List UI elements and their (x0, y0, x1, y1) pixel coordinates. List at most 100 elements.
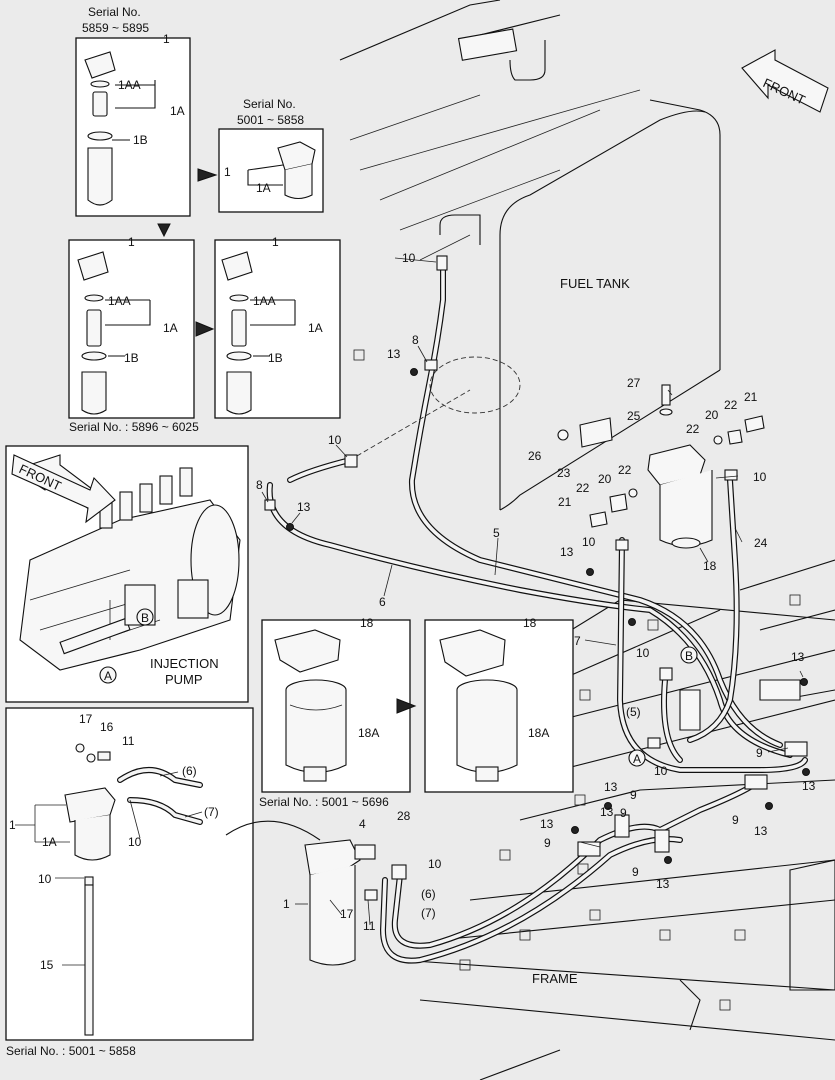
detail-ring (429, 356, 521, 414)
callout-6p: (6) (421, 887, 436, 901)
filter-exploded-a (84, 51, 156, 206)
callout-25: 25 (627, 409, 641, 423)
callout-7p: (7) (204, 805, 219, 819)
callout-1A: 1A (256, 181, 271, 195)
callout-22: 22 (618, 463, 632, 477)
callout-1: 1 (9, 818, 16, 832)
callout-10: 10 (582, 535, 596, 549)
callout-10: 10 (654, 764, 668, 778)
callout-13: 13 (560, 545, 574, 559)
callout-9: 9 (632, 865, 639, 879)
callout-21: 21 (558, 495, 572, 509)
area-labels: FUEL TANK FRAME INJECTION PUMP (150, 276, 630, 986)
callout-13: 13 (754, 824, 768, 838)
arrow-right-1 (195, 321, 215, 337)
callout-18: 18 (360, 616, 374, 630)
callout-1: 1 (272, 235, 279, 249)
callout-17: 17 (340, 907, 354, 921)
callout-10: 10 (38, 872, 52, 886)
callout-10: 10 (428, 857, 442, 871)
callout-18: 18 (703, 559, 717, 573)
front-arrow-top: FRONT (741, 49, 829, 113)
callout-16: 16 (100, 720, 114, 734)
callout-18: 18 (523, 616, 537, 630)
callout-8: 8 (412, 333, 419, 347)
callout-28: 28 (397, 809, 411, 823)
callout-21: 21 (744, 390, 758, 404)
callout-1: 1 (128, 235, 135, 249)
callout-1B: 1B (133, 133, 148, 147)
callout-6: 6 (379, 595, 386, 609)
callout-24: 24 (754, 536, 768, 550)
callout-13: 13 (297, 500, 311, 514)
callout-5: 5 (493, 526, 500, 540)
callout-13: 13 (540, 817, 554, 831)
callout-1: 1 (224, 165, 231, 179)
serial-bottom-left: Serial No. : 5001 ~ 5858 (6, 1044, 136, 1058)
filter-head-b (439, 629, 518, 782)
serial-top-left-title: Serial No. (88, 5, 141, 19)
callout-9: 9 (732, 813, 739, 827)
callout-11: 11 (363, 919, 376, 933)
callout-9: 9 (630, 788, 637, 802)
callout-1A: 1A (42, 835, 57, 849)
callout-26: 26 (528, 449, 542, 463)
filter-exploded-c (77, 251, 151, 415)
fuel-tank-label: FUEL TANK (560, 276, 630, 291)
callout-15: 15 (40, 958, 54, 972)
fuel-filter-main (557, 384, 765, 549)
callout-20: 20 (598, 472, 612, 486)
callout-11: 11 (122, 734, 135, 748)
callout-22: 22 (576, 481, 590, 495)
frame-label: FRAME (532, 971, 578, 986)
arrow-right-2 (396, 698, 417, 714)
callout-1: 1 (163, 32, 170, 46)
callout-7: 7 (574, 634, 581, 648)
arrow-down-1 (157, 223, 171, 238)
callout-10: 10 (128, 835, 142, 849)
callout-22: 22 (686, 422, 700, 436)
bolts (286, 368, 810, 864)
serial-top-mid-range: 5001 ~ 5858 (237, 113, 304, 127)
callout-23: 23 (557, 466, 571, 480)
marker-a-frame: A (628, 749, 646, 767)
callout-9: 9 (756, 746, 763, 760)
callout-13: 13 (600, 805, 614, 819)
callout-9: 9 (544, 836, 551, 850)
callout-22: 22 (724, 398, 738, 412)
callout-18A: 18A (528, 726, 549, 740)
callout-10: 10 (402, 251, 416, 265)
callout-1: 1 (283, 897, 290, 911)
callout-18A: 18A (358, 726, 379, 740)
injection-label: INJECTION (150, 656, 219, 671)
callout-17: 17 (79, 712, 93, 726)
serial-labels: Serial No. 5859 ~ 5895 Serial No. 5001 ~… (6, 5, 389, 1058)
inset-filter-5001-5858 (5, 707, 254, 1041)
marker-a-frame-label: A (633, 752, 641, 766)
serial-top-left-range: 5859 ~ 5895 (82, 21, 149, 35)
connection-line (349, 389, 471, 461)
water-separator-b (304, 839, 407, 966)
callout-10: 10 (328, 433, 342, 447)
callout-10: 10 (636, 646, 650, 660)
callout-10: 10 (753, 470, 767, 484)
marker-b-frame: B (680, 646, 698, 664)
filter-exploded-d (221, 251, 296, 415)
water-separator-a (64, 743, 203, 1036)
callout-5p: (5) (626, 705, 641, 719)
callout-1AA: 1AA (253, 294, 276, 308)
callout-1A: 1A (170, 104, 185, 118)
marker-b-label: B (141, 611, 149, 625)
injection-pump-drawing (12, 454, 241, 671)
callout-4: 4 (359, 817, 366, 831)
callout-13: 13 (802, 779, 816, 793)
callout-6p: (6) (182, 764, 197, 778)
fuel-tank-outline (339, 0, 721, 511)
callout-13: 13 (387, 347, 401, 361)
callout-1A: 1A (163, 321, 178, 335)
callout-1B: 1B (124, 351, 139, 365)
arrow-left-1 (197, 168, 218, 182)
callout-9: 9 (620, 806, 627, 820)
callout-7p: (7) (421, 906, 436, 920)
